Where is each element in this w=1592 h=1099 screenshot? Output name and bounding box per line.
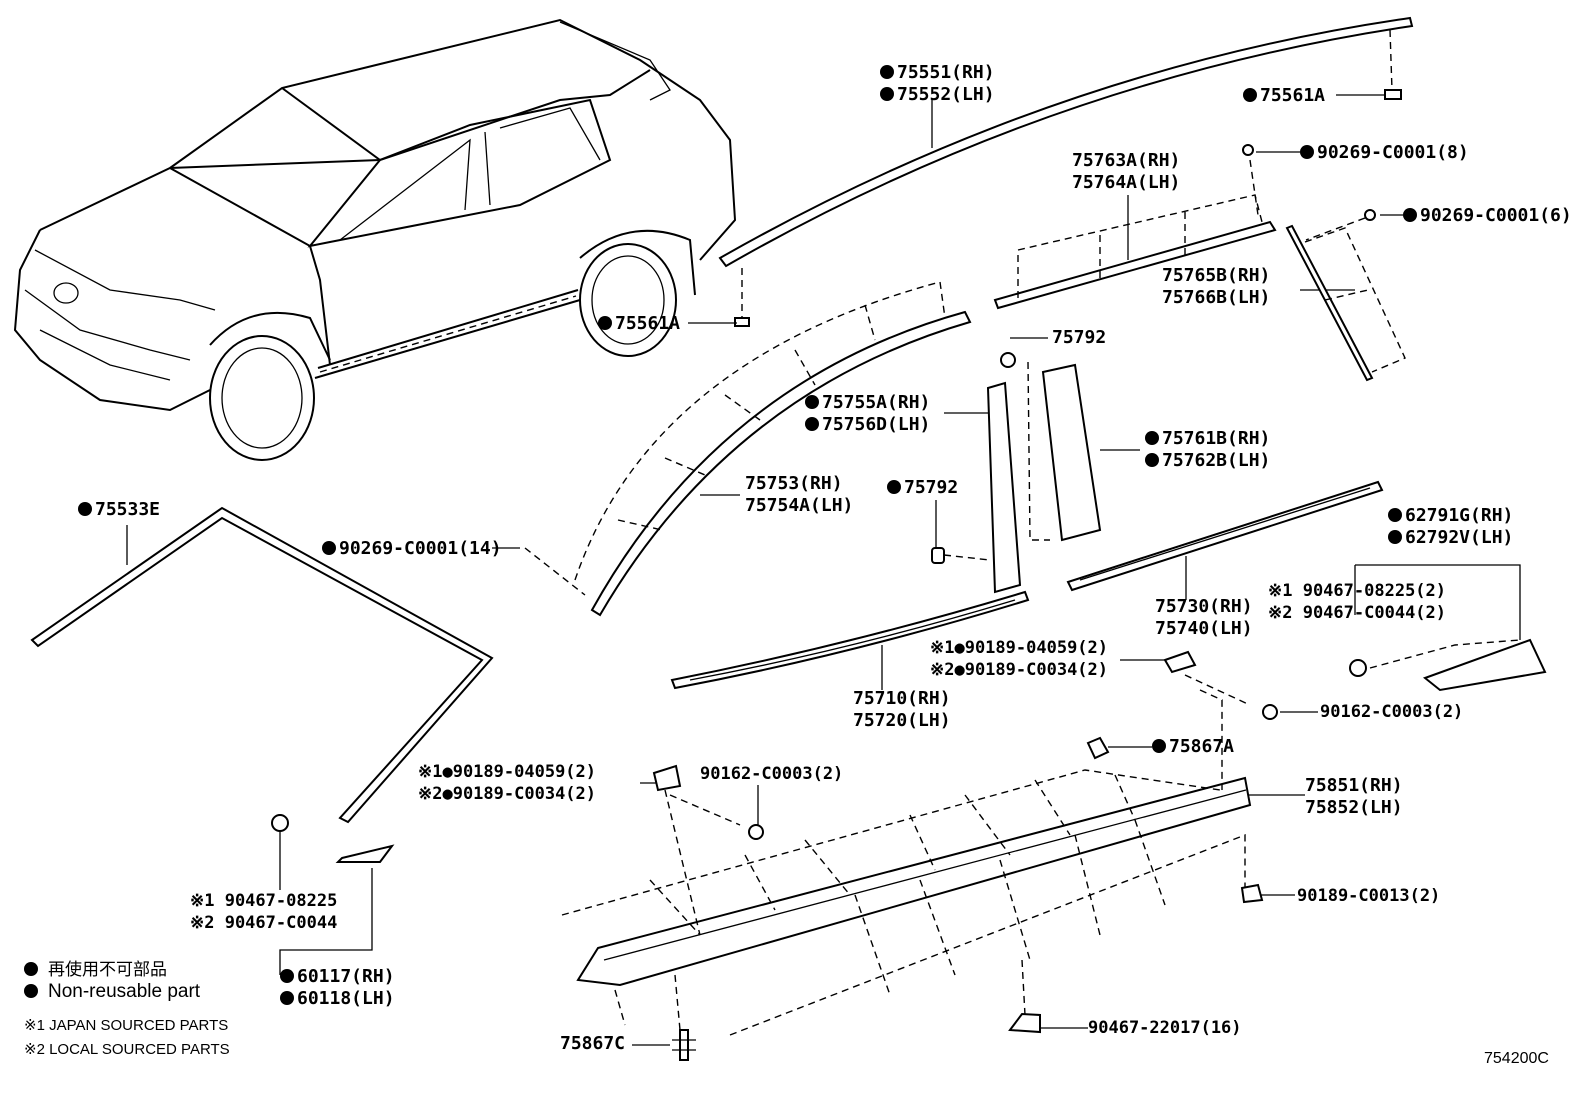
non-reusable-dot-icon xyxy=(880,65,894,79)
non-reusable-dot-icon xyxy=(322,541,336,555)
callout-90162-right: 90162-C0003(2) xyxy=(1320,702,1464,722)
callout-75851: 75851(RH)75852(LH) xyxy=(1305,775,1403,818)
non-reusable-dot-icon xyxy=(880,87,894,101)
callout-75710: 75710(RH)75720(LH) xyxy=(853,688,951,731)
legend-non-reusable-en: Non-reusable part xyxy=(24,981,200,1003)
callout-75551: 75551(RH)75552(LH) xyxy=(880,62,995,106)
callout-75792-mid: 75792 xyxy=(887,477,958,499)
callout-75765b: 75765B(RH)75766B(LH) xyxy=(1162,265,1271,308)
legend-non-reusable-jp: 再使用不可部品 xyxy=(24,955,167,980)
callout-90189-left: ※1●90189-04059(2)※2●90189-C0034(2) xyxy=(418,762,597,804)
non-reusable-dot-icon xyxy=(1403,208,1417,222)
callout-75867a: 75867A xyxy=(1152,736,1234,758)
non-reusable-dot-icon xyxy=(887,480,901,494)
non-reusable-dot-icon xyxy=(598,316,612,330)
callout-90269-c0001-6: 90269-C0001(6) xyxy=(1403,205,1572,227)
callout-75561a-top: 75561A xyxy=(1243,85,1325,107)
belt-moldings xyxy=(670,480,1384,690)
non-reusable-dot-icon xyxy=(1145,453,1159,467)
non-reusable-dot-icon xyxy=(78,502,92,516)
rear-door-upper-molding xyxy=(993,144,1277,310)
callout-90189-c0013: 90189-C0013(2) xyxy=(1297,886,1441,906)
leader-lines xyxy=(126,94,1521,1046)
legend-note-2: ※2 LOCAL SOURCED PARTS xyxy=(24,1041,230,1058)
callout-75761b: 75761B(RH)75762B(LH) xyxy=(1145,428,1270,472)
non-reusable-dot-icon xyxy=(1388,530,1402,544)
callout-90189-right: ※1●90189-04059(2)※2●90189-C0034(2) xyxy=(930,638,1109,680)
quarter-window-molding xyxy=(1285,209,1406,382)
callout-75763a: 75763A(RH)75764A(LH) xyxy=(1072,150,1181,193)
non-reusable-dot-icon xyxy=(805,395,819,409)
non-reusable-dot-icon xyxy=(805,417,819,431)
non-reusable-dot-icon xyxy=(24,984,38,998)
rocker-panel-molding xyxy=(561,650,1278,1061)
pillar-garnishes xyxy=(931,352,1102,594)
callout-90467-right: ※1 90467-08225(2)※2 90467-C0044(2) xyxy=(1268,581,1447,623)
diagram-code: 754200C xyxy=(1484,1050,1549,1067)
callout-75792-top: 75792 xyxy=(1052,327,1107,348)
callout-75730: 75730(RH)75740(LH) xyxy=(1155,596,1253,639)
callout-75561a-low: 75561A xyxy=(598,313,680,335)
non-reusable-dot-icon xyxy=(280,991,294,1005)
callout-90467-left: ※1 90467-08225※2 90467-C0044 xyxy=(190,891,338,933)
non-reusable-dot-icon xyxy=(1243,88,1257,102)
legend-note-1: ※1 JAPAN SOURCED PARTS xyxy=(24,1017,229,1034)
non-reusable-dot-icon xyxy=(1388,508,1402,522)
callout-90269-c0001-14: 90269-C0001(14) xyxy=(322,538,502,560)
callout-90162-left: 90162-C0003(2) xyxy=(700,764,844,784)
non-reusable-dot-icon xyxy=(1145,431,1159,445)
non-reusable-dot-icon xyxy=(24,962,38,976)
front-door-upper-molding xyxy=(524,281,972,617)
callout-75867c: 75867C xyxy=(560,1033,626,1054)
callout-60117: 60117(RH)60118(LH) xyxy=(280,966,395,1010)
fender-extension xyxy=(1349,638,1547,692)
callout-90467-22017: 90467-22017(16) xyxy=(1088,1018,1242,1038)
windshield-molding xyxy=(30,506,494,863)
vehicle-illustration xyxy=(13,18,737,461)
callout-75753: 75753(RH)75754A(LH) xyxy=(745,473,854,516)
callout-62791g: 62791G(RH)62792V(LH) xyxy=(1388,505,1513,549)
callout-75755a: 75755A(RH)75756D(LH) xyxy=(805,392,930,436)
non-reusable-dot-icon xyxy=(1152,739,1166,753)
callout-90269-c0001-8: 90269-C0001(8) xyxy=(1300,142,1469,164)
non-reusable-dot-icon xyxy=(280,969,294,983)
callout-75533e: 75533E xyxy=(78,499,160,521)
non-reusable-dot-icon xyxy=(1300,145,1314,159)
